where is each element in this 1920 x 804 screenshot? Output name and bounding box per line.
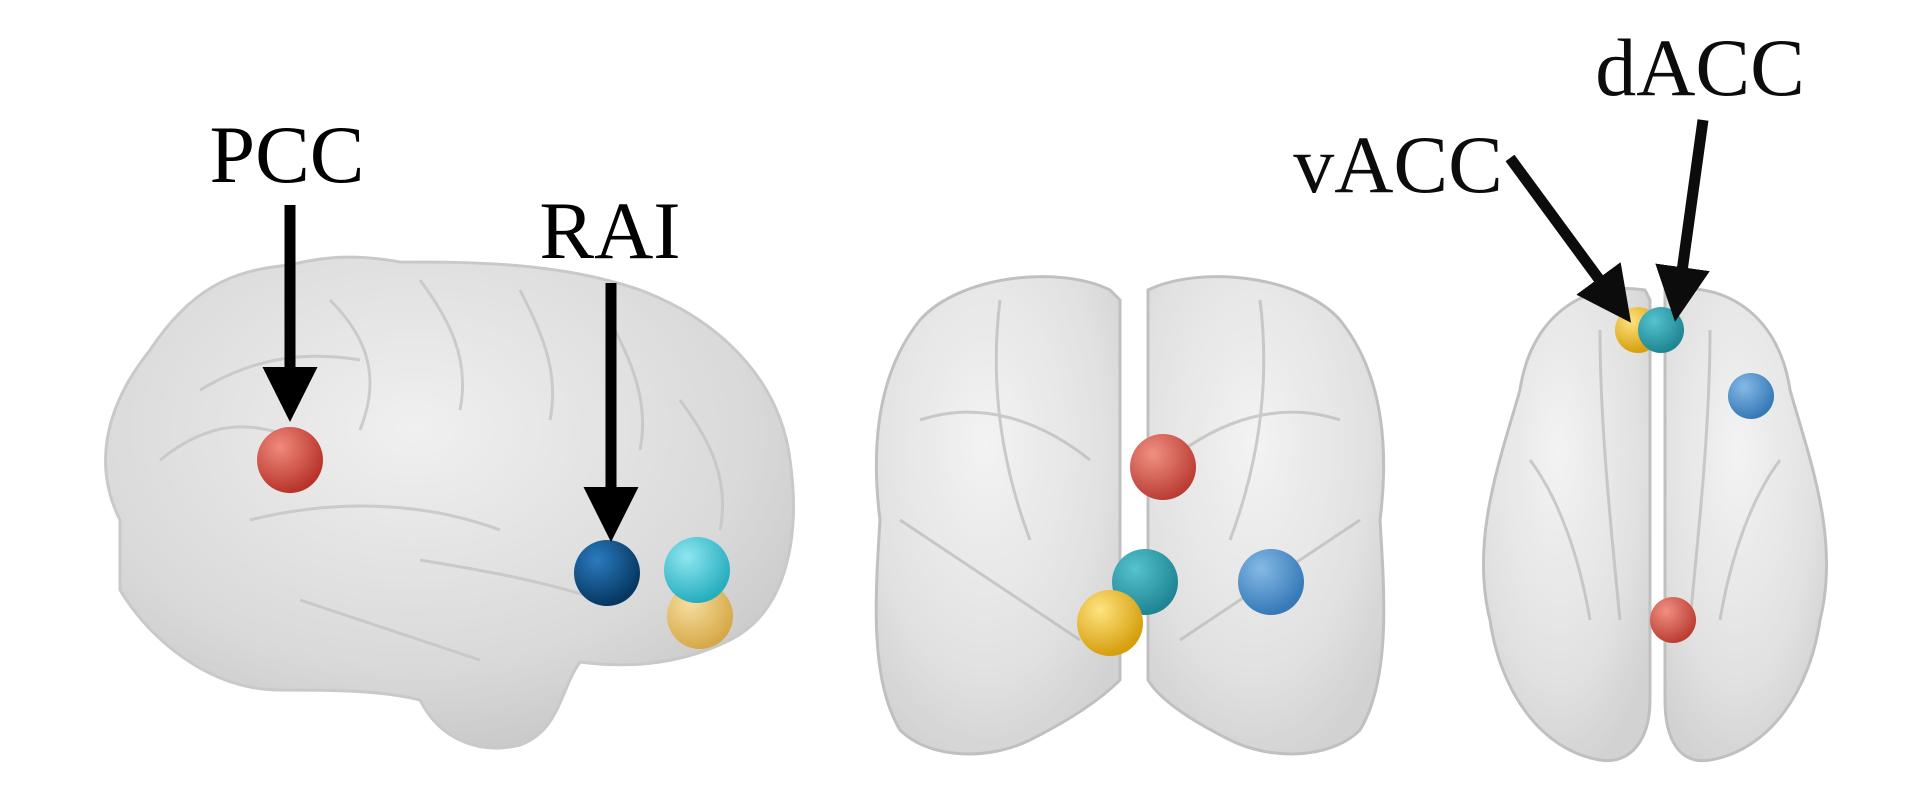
axial-blue-node	[1728, 373, 1774, 419]
coronal-brain-view	[874, 275, 1386, 756]
coronal-left-hemisphere	[874, 275, 1122, 756]
rai-node	[574, 540, 640, 606]
vacc-arrow	[1505, 154, 1632, 323]
vacc-label: vACC	[1293, 119, 1503, 210]
coronal-yellow-node	[1077, 590, 1143, 656]
dacc-label: dACC	[1595, 22, 1805, 113]
coronal-red-node	[1130, 434, 1196, 500]
coronal-right-hemisphere	[1146, 275, 1386, 756]
axial-brain-view: vACC dACC	[1293, 22, 1829, 763]
axial-red-node	[1650, 597, 1696, 643]
coronal-blue-node	[1238, 549, 1304, 615]
pcc-node	[257, 427, 323, 493]
sagittal-brain-view: PCC RAI	[104, 109, 795, 750]
dacc-arrow	[1655, 119, 1710, 322]
cyan-node	[664, 537, 730, 603]
pcc-label: PCC	[210, 109, 365, 200]
axial-left-hemisphere	[1481, 287, 1652, 763]
rai-label: RAI	[539, 185, 680, 276]
axial-teal-node	[1638, 307, 1684, 353]
